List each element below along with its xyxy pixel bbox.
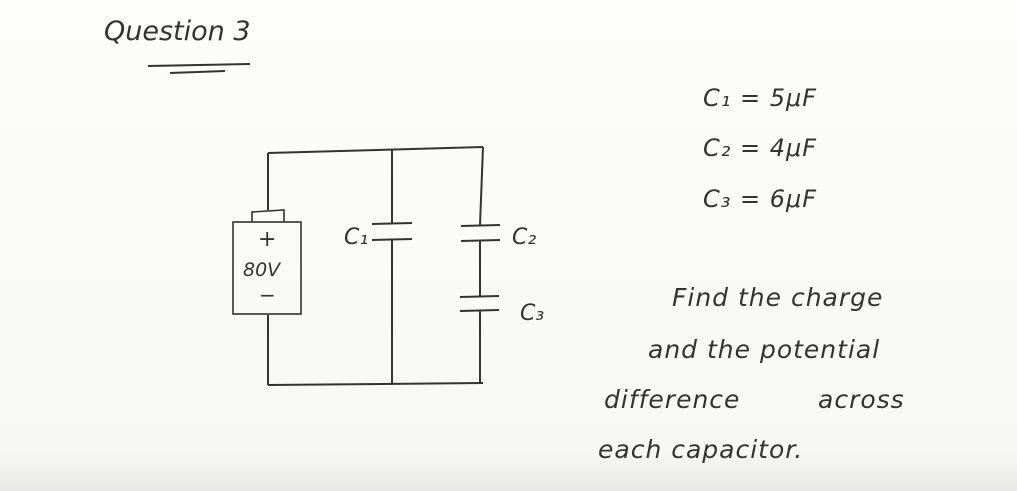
value-c2: C₂ = 4μF <box>703 134 818 162</box>
battery-plus: + <box>258 227 276 252</box>
wire-c2-top <box>479 146 484 226</box>
question-line-4: each capacitor. <box>598 435 804 464</box>
capacitor-c1 <box>371 222 413 241</box>
wire-bottom <box>267 382 484 386</box>
label-c1: C₁ <box>344 225 368 250</box>
label-c3: C₃ <box>520 301 544 326</box>
capacitor-c2 <box>460 224 501 242</box>
question-line-3b: across <box>818 385 905 414</box>
question-line-3a: difference <box>604 385 741 414</box>
question-line-1: Find the charge <box>672 283 884 312</box>
battery-voltage: 80V <box>243 259 282 281</box>
question-line-2: and the potential <box>648 335 881 364</box>
battery <box>232 209 302 315</box>
value-c3: C₃ = 6μF <box>703 185 818 213</box>
capacitor-c3 <box>459 295 500 312</box>
question-title: Question 3 <box>104 16 251 47</box>
value-c1: C₁ = 5μF <box>703 84 818 112</box>
label-c2: C₂ <box>512 225 536 250</box>
wire-top <box>267 146 484 154</box>
battery-minus: − <box>259 283 276 307</box>
